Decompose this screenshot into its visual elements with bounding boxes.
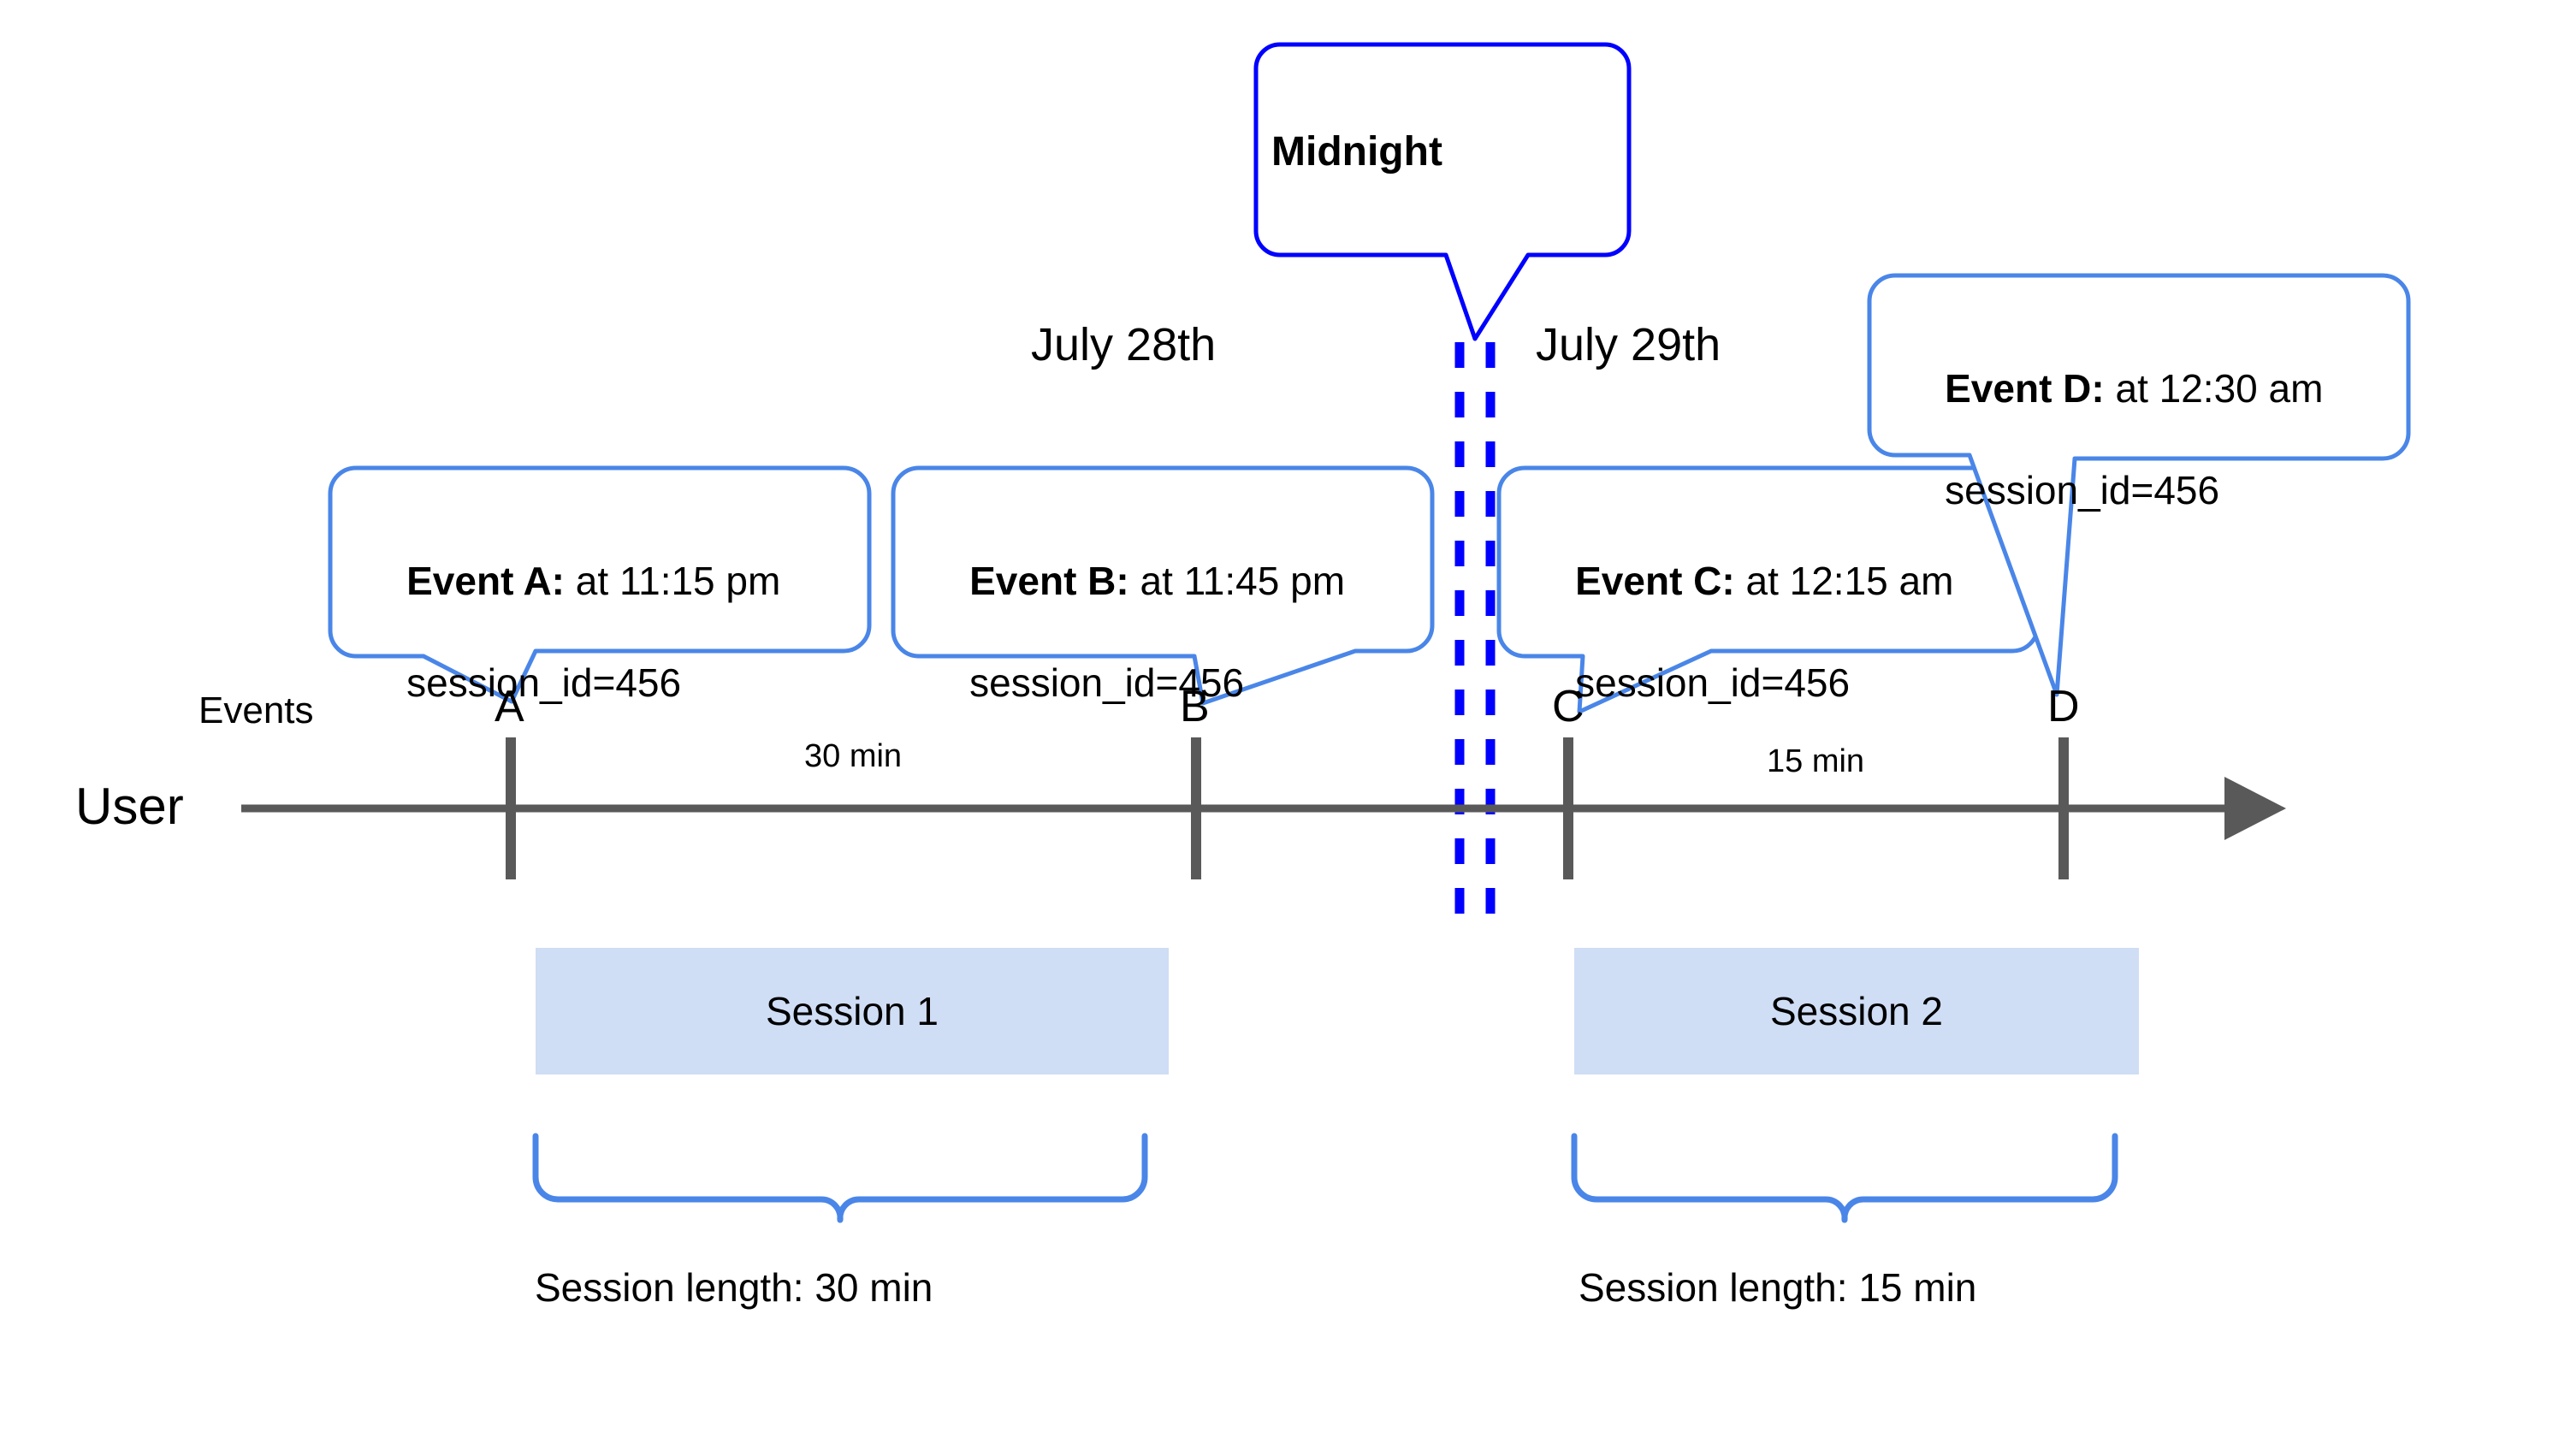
event-d-bold: Event D: [1945,365,2105,411]
session-2-box[interactable]: Session 2 [1574,948,2139,1074]
event-b-bold: Event B: [969,558,1129,603]
events-row-label: Events [198,690,314,731]
session-2-length-label: Session length: 15 min [1579,1265,1977,1310]
session-1-label: Session 1 [765,989,939,1033]
user-row-label: User [75,778,184,835]
event-a-bold: Event A: [406,558,566,603]
event-c-bold: Event C: [1575,558,1735,603]
marker-label-c: C [1552,682,1585,731]
gap-label-a-b: 30 min [804,738,903,774]
marker-label-d: D [2047,682,2080,731]
event-a-callout-text: Event A: at 11:15 pm session_id=456 [363,505,780,761]
session-1-length-label: Session length: 30 min [535,1265,933,1310]
event-b-session: session_id=456 [969,660,1245,706]
session-1-box[interactable]: Session 1 [536,948,1169,1074]
session-2-label: Session 2 [1769,989,1943,1033]
event-c-callout-text: Event C: at 12:15 am session_id=456 [1531,505,1953,761]
event-c-time: at 12:15 am [1734,558,1954,603]
midnight-dashed-lines [1454,342,1496,932]
marker-label-a: A [495,682,524,731]
event-b-time: at 11:45 pm [1128,558,1346,603]
day-label-july-29: July 29th [1536,319,1721,370]
gap-label-c-d: 15 min [1767,743,1865,779]
session-2-brace [1571,1133,2118,1223]
event-c-session: session_id=456 [1575,660,1851,706]
event-a-session: session_id=456 [406,660,682,706]
midnight-callout-shape[interactable] [1253,42,1632,341]
timeline-axis [241,777,2286,840]
marker-label-b: B [1180,682,1210,731]
event-d-time: at 12:30 am [2104,365,2324,411]
event-b-callout-text: Event B: at 11:45 pm session_id=456 [926,505,1345,761]
session-1-brace [532,1133,1148,1223]
event-a-time: at 11:15 pm [565,558,781,603]
event-d-session: session_id=456 [1945,468,2220,513]
day-label-july-28: July 28th [1031,319,1217,370]
midnight-label: Midnight [1271,129,1442,175]
event-d-callout-text: Event D: at 12:30 am session_id=456 [1901,312,2323,568]
